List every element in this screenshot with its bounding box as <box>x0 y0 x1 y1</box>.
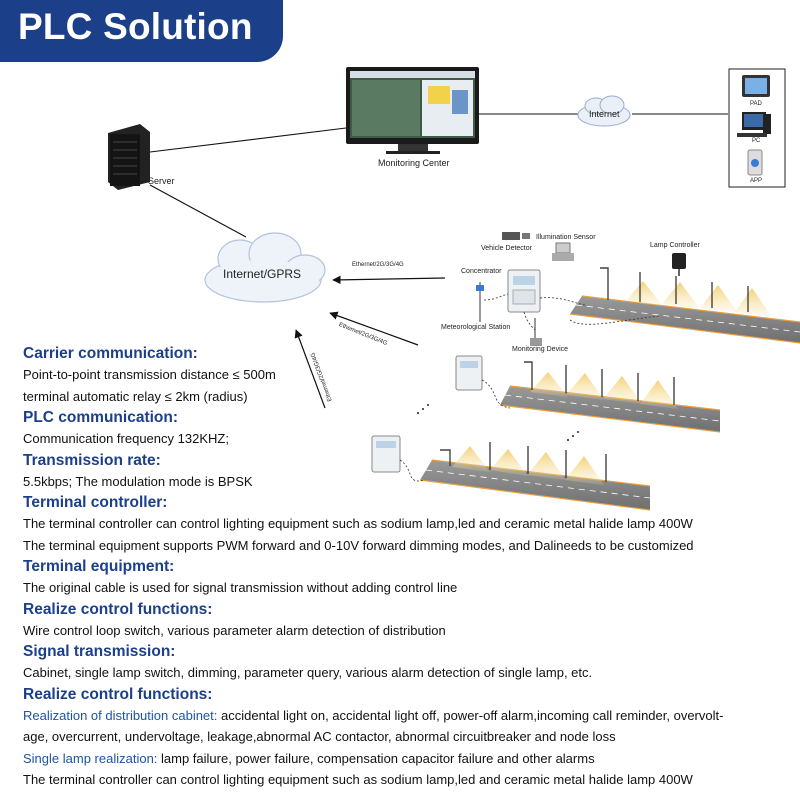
spec-text: Carrier communication: Point-to-point tr… <box>23 343 793 791</box>
cabinet-text: accidental light on, accidental light of… <box>217 707 724 723</box>
cabinet-line-2: age, overcurrent, undervoltage, leakage,… <box>23 729 616 744</box>
meteorological-station-label: Meteorological Station <box>441 324 511 331</box>
carrier-heading: Carrier communication: <box>23 345 198 362</box>
road-segment-2 <box>455 355 721 433</box>
terminal-equipment-heading: Terminal equipment: <box>23 558 175 575</box>
terminal-controller-line-1: The terminal controller can control ligh… <box>23 516 693 531</box>
signal-transmission-line-1: Cabinet, single lamp switch, dimming, pa… <box>23 665 593 680</box>
lamp-controller-label: Lamp Controller <box>650 242 700 249</box>
vehicle-detector-icon <box>502 232 530 240</box>
internet-cloud-icon <box>577 95 631 127</box>
realize-functions-heading-1: Realize control functions: <box>23 600 213 618</box>
terminal-equipment-line-1: The original cable is used for signal tr… <box>23 580 458 595</box>
page-title: PLC Solution <box>18 6 253 47</box>
plc-line-1: Communication frequency 132KHZ; <box>23 431 229 446</box>
devices-box <box>728 68 786 188</box>
concentrator-icon <box>507 269 541 313</box>
monitoring-center-label: Monitoring Center <box>378 158 450 168</box>
link-arrows <box>294 275 446 409</box>
plc-heading: PLC communication: <box>23 409 179 426</box>
lamp-controller-icon <box>672 253 686 276</box>
single-lamp-line: Single lamp realization: lamp failure, p… <box>23 748 793 770</box>
server-icon <box>108 124 150 190</box>
pc-label: PC <box>752 138 761 144</box>
pad-label: PAD <box>750 101 762 107</box>
terminal-controller-line-2: The terminal equipment supports PWM forw… <box>23 537 694 553</box>
last-line: The terminal controller can control ligh… <box>23 772 693 787</box>
realize-functions-heading-2: Realize control functions: <box>23 685 213 703</box>
illumination-sensor-icon <box>552 242 574 261</box>
road-segment-3 <box>371 435 651 511</box>
title-banner: PLC Solution <box>0 0 283 62</box>
app-label: APP <box>750 178 763 184</box>
link-label-1: Ethernet/2G/3G/4G <box>352 262 404 268</box>
illumination-sensor-label: Illumination Sensor <box>536 234 596 241</box>
carrier-line-1: Point-to-point transmission distance ≤ 5… <box>23 367 276 382</box>
realize-functions-line-1: Wire control loop switch, various parame… <box>23 622 446 638</box>
vehicle-detector-label: Vehicle Detector <box>481 245 532 252</box>
server-label: Server <box>148 176 175 186</box>
single-lamp-text: lamp failure, power failure, compensatio… <box>157 750 595 766</box>
internet-label: Internet <box>589 109 620 119</box>
terminal-controller-heading: Terminal controller: <box>23 494 168 511</box>
rate-line-1: 5.5kbps; The modulation mode is BPSK <box>23 473 253 489</box>
cabinet-line: Realization of distribution cabinet: acc… <box>23 705 793 727</box>
signal-transmission-heading: Signal transmission: <box>23 643 176 660</box>
connection-lines <box>149 113 728 238</box>
internet-gprs-cloud-icon <box>204 232 326 303</box>
cabinet-label: Realization of distribution cabinet: <box>23 707 218 723</box>
monitoring-device-label: Monitoring Device <box>512 346 569 353</box>
monitoring-device-icon <box>530 318 542 346</box>
concentrator-label: Concentrator <box>461 268 502 275</box>
road-segment-1 <box>569 267 800 344</box>
monitor-icon <box>346 67 479 154</box>
meteorological-station-icon <box>476 282 484 322</box>
carrier-line-2: terminal automatic relay ≤ 2km (radius) <box>23 388 248 404</box>
rate-heading: Transmission rate: <box>23 451 161 469</box>
internet-gprs-label: Internet/GPRS <box>223 267 302 281</box>
single-lamp-label: Single lamp realization: <box>23 750 158 766</box>
